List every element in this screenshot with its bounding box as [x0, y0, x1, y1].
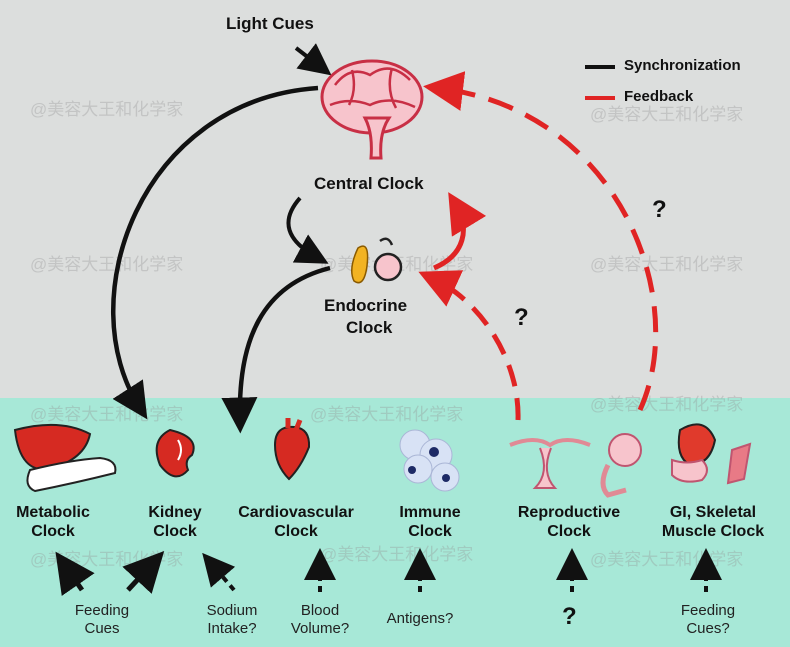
endocrine-clock-label-line2: Clock: [346, 318, 393, 337]
light-cues-label: Light Cues: [226, 14, 314, 33]
watermark: @美容大王和化学家: [590, 395, 744, 414]
synchronization-legend-label: Synchronization: [624, 57, 741, 74]
watermark: @美容大王和化学家: [30, 255, 184, 274]
endocrine-to-central-feedback-arrow: [432, 192, 487, 271]
feedback-legend-swatch: [585, 96, 615, 100]
endocrine-clock-label-line1: Endocrine: [324, 296, 408, 315]
reproductive-to-endocrine-feedback-arrow: [418, 270, 521, 421]
immune-cells-icon: [399, 429, 460, 492]
central-to-endocrine-arrow: [286, 196, 329, 264]
question-mark-middle: ?: [514, 304, 529, 331]
watermark: @美容大王和化学家: [30, 100, 184, 119]
reproductive-organs-icon: [509, 433, 642, 498]
central-clock-label: Central Clock: [314, 174, 424, 193]
antigens-label: Antigens?: [386, 610, 454, 627]
watermark: @美容大王和化学家: [310, 405, 464, 424]
endocrine-to-cardiovascular-arrow: [221, 265, 331, 434]
brain-icon: [320, 59, 424, 160]
central-to-kidney-arrow: [110, 85, 319, 420]
metabolic-input-arrow: [55, 551, 95, 596]
heart-icon: [273, 418, 311, 481]
watermark: @美容大王和化学家: [590, 255, 744, 274]
synchronization-legend-swatch: [585, 65, 615, 69]
liver-pancreas-icon: [13, 423, 117, 493]
question-mark-reproductive-input: ?: [562, 603, 577, 630]
gi-to-central-feedback-arrow: [423, 71, 659, 412]
watermark: @美容大王和化学家: [590, 105, 744, 124]
kidney-input-arrow: [122, 551, 165, 594]
endocrine-glands-icon: [351, 237, 403, 284]
sodium-input-arrow: [202, 552, 236, 592]
kidney-icon: [155, 428, 195, 478]
gi-muscle-icon: [671, 423, 752, 485]
feedback-legend-label: Feedback: [624, 88, 694, 105]
peripheral-tissue-panel: [0, 398, 790, 647]
question-mark-top: ?: [652, 196, 667, 223]
light-cues-arrow: [294, 43, 332, 76]
